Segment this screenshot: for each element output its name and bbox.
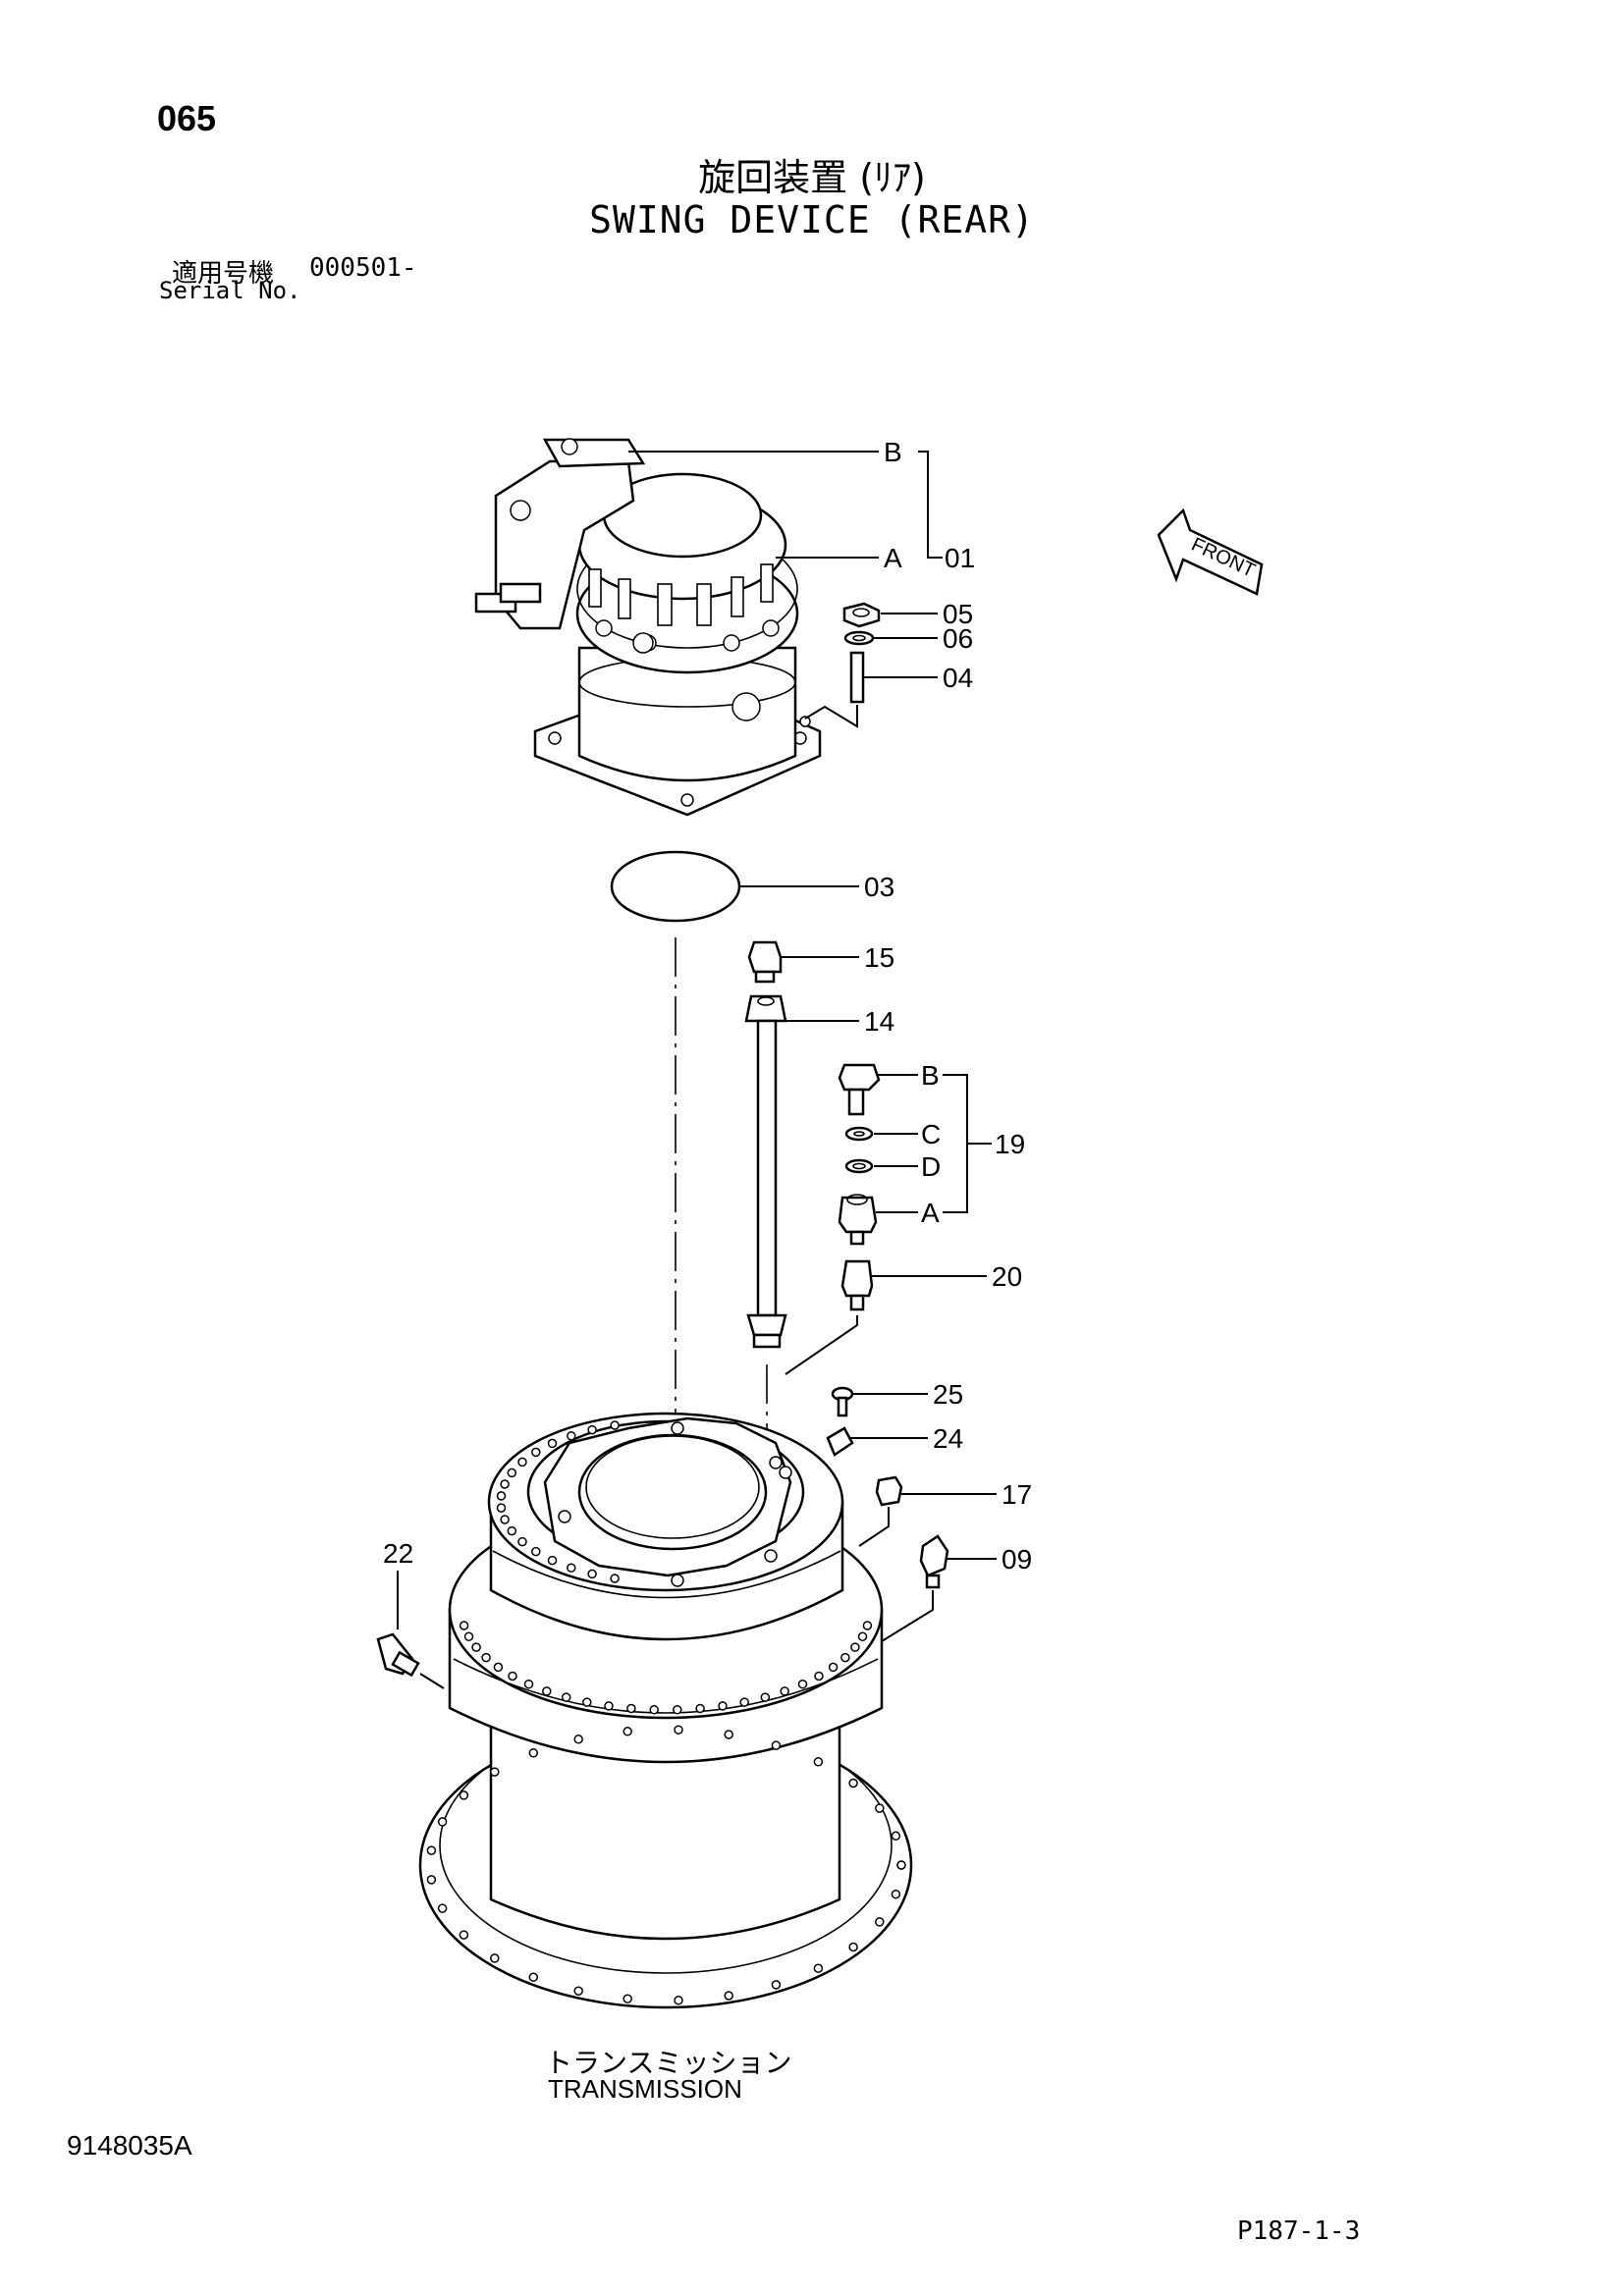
title-japanese: 旋回装置 (ﾘｱ) <box>698 156 926 199</box>
callout-24: 24 <box>933 1423 963 1454</box>
callout-05: 05 <box>943 599 973 629</box>
bolt-19b[interactable] <box>838 1063 881 1116</box>
adapter-19a[interactable] <box>838 1194 878 1246</box>
callout-09: 09 <box>1001 1544 1032 1575</box>
serial-value: 000501- <box>309 253 417 283</box>
page-reference: P187-1-3 <box>1237 2216 1361 2246</box>
callout-19-b: B <box>921 1060 940 1091</box>
page-number: 065 <box>157 98 217 138</box>
drawing-number: 9148035A <box>67 2130 192 2161</box>
callout-06: 06 <box>943 623 973 654</box>
callout-20: 20 <box>992 1261 1022 1292</box>
o-ring-03[interactable] <box>610 850 741 923</box>
serial-label-japanese: 適用号機 <box>172 259 275 289</box>
nut-05[interactable] <box>842 602 881 628</box>
callout-25: 25 <box>933 1379 963 1410</box>
washer-06[interactable] <box>843 630 875 646</box>
transmission-label-japanese: トランスミッション <box>545 2047 792 2079</box>
callout-01-b: B <box>884 437 902 467</box>
o-ring-19d[interactable] <box>844 1158 874 1174</box>
fitting-20[interactable] <box>840 1259 874 1311</box>
front-arrow-icon: FRONT <box>1157 507 1264 596</box>
callout-19-a: A <box>921 1198 940 1228</box>
serial-label-english: Serial No. <box>159 277 301 304</box>
callout-19: 19 <box>995 1129 1025 1159</box>
callout-01: 01 <box>945 543 975 573</box>
pin-25[interactable] <box>831 1386 854 1417</box>
plug-17[interactable] <box>875 1475 903 1507</box>
plate-24[interactable] <box>826 1426 854 1457</box>
callout-17: 17 <box>1001 1479 1032 1510</box>
transmission-housing <box>418 1412 913 2009</box>
plug-22[interactable] <box>376 1632 420 1678</box>
callout-19-c: C <box>921 1119 941 1149</box>
callout-15: 15 <box>864 942 894 973</box>
callout-04: 04 <box>943 663 973 693</box>
swing-motor-01[interactable] <box>474 438 822 817</box>
callout-19-d: D <box>921 1151 941 1182</box>
plug-09[interactable] <box>919 1534 949 1589</box>
transmission-label-english: TRANSMISSION <box>548 2074 742 2104</box>
callout-01-a: A <box>884 543 902 573</box>
plug-15[interactable] <box>747 940 783 984</box>
pipe-14[interactable] <box>744 994 787 1349</box>
transmission-bolt-holes <box>426 1420 906 2005</box>
stud-04[interactable] <box>849 651 865 704</box>
callout-14: 14 <box>864 1006 894 1037</box>
title-english: SWING DEVICE (REAR) <box>589 198 1035 241</box>
callout-03: 03 <box>864 872 894 902</box>
callout-22: 22 <box>383 1538 413 1569</box>
washer-19c[interactable] <box>844 1126 874 1142</box>
